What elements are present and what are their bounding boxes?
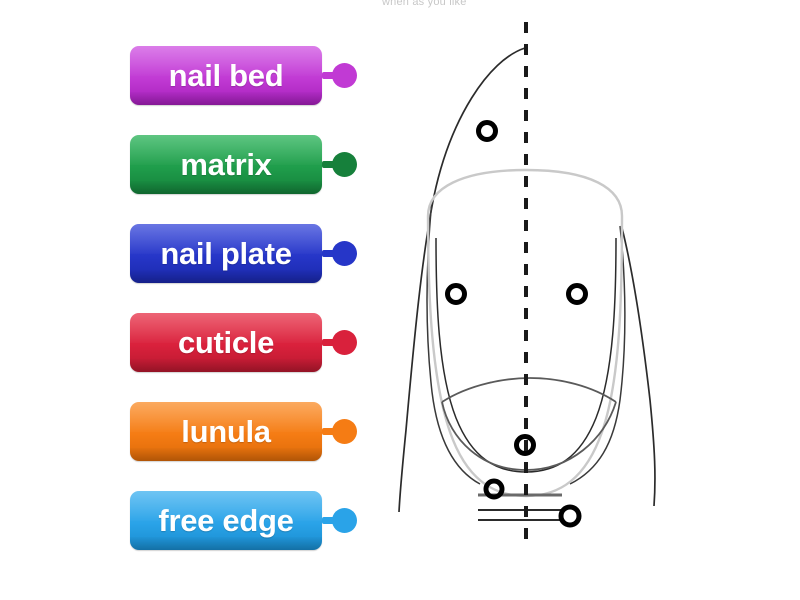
label-row-free-edge[interactable]: free edge	[130, 489, 370, 551]
connector-line-matrix	[322, 151, 357, 177]
drop-marker-mid-left[interactable]	[445, 283, 467, 305]
nail-anatomy-diagram: when as you like	[370, 0, 800, 600]
label-pill-cuticle[interactable]: cuticle	[130, 312, 322, 372]
connector-line-free-edge	[322, 507, 357, 533]
connector-dot-cuticle[interactable]	[332, 329, 357, 355]
label-pill-nail-bed[interactable]: nail bed	[130, 45, 322, 105]
label-row-nail-plate[interactable]: nail plate	[130, 222, 370, 284]
connector-line-nail-plate	[322, 240, 357, 266]
label-pill-free-edge[interactable]: free edge	[130, 490, 322, 550]
label-row-cuticle[interactable]: cuticle	[130, 311, 370, 373]
label-text-cuticle: cuticle	[177, 324, 275, 360]
connector-dot-lunula[interactable]	[332, 418, 357, 444]
label-text-nail-bed: nail bed	[168, 57, 284, 93]
label-text-free-edge: free edge	[158, 502, 294, 538]
connector-dot-nail-plate[interactable]	[332, 240, 357, 266]
diagram-caption: when as you like	[382, 0, 467, 8]
drop-marker-upper-left[interactable]	[476, 120, 498, 142]
label-row-nail-bed[interactable]: nail bed	[130, 44, 370, 106]
label-pill-nail-plate[interactable]: nail plate	[130, 223, 322, 283]
finger-outline-left	[398, 47, 526, 513]
label-text-lunula: lunula	[181, 413, 271, 449]
connector-dot-nail-bed[interactable]	[332, 62, 357, 88]
label-list: nail bed matrix nail plate cutic	[0, 0, 380, 600]
connector-dot-matrix[interactable]	[332, 151, 357, 177]
connector-line-cuticle	[322, 329, 357, 355]
connector-dot-free-edge[interactable]	[332, 507, 357, 533]
nail-diagram-svg	[398, 22, 656, 541]
label-row-matrix[interactable]: matrix	[130, 133, 370, 195]
drop-marker-lower-left[interactable]	[483, 478, 505, 500]
label-pill-lunula[interactable]: lunula	[130, 401, 322, 461]
finger-outline-right	[621, 227, 656, 507]
label-text-matrix: matrix	[180, 146, 272, 182]
drop-marker-lunula[interactable]	[514, 434, 536, 456]
nail-wall-right	[569, 225, 626, 485]
connector-line-nail-bed	[322, 62, 357, 88]
label-text-nail-plate: nail plate	[160, 235, 292, 271]
lunula-upper-arc	[441, 377, 617, 403]
label-row-lunula[interactable]: lunula	[130, 400, 370, 462]
drop-marker-mid-right[interactable]	[566, 283, 588, 305]
connector-line-lunula	[322, 418, 357, 444]
drop-marker-free-edge[interactable]	[558, 504, 582, 528]
label-pill-matrix[interactable]: matrix	[130, 134, 322, 194]
